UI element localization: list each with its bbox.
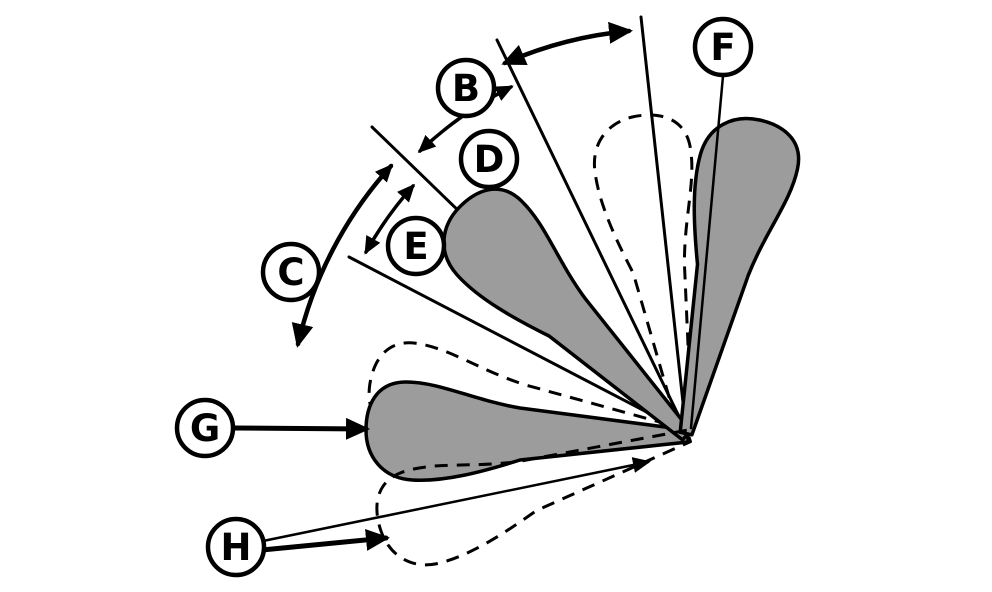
callout-f-circle [692, 16, 754, 78]
callout-d-label: D [474, 138, 505, 181]
callout-h-circle [205, 516, 267, 578]
reference-line-lower [347, 255, 689, 435]
callout-d-circle [458, 128, 520, 190]
angle-arc-c [291, 163, 394, 348]
reference-line-top [639, 15, 688, 432]
callout-f-label: F [710, 26, 735, 69]
callout-g-arrow [230, 417, 370, 440]
callout-h-label: H [221, 526, 252, 569]
callout-h-leader-long [261, 457, 651, 543]
callout-c-circle [260, 241, 322, 303]
angle-arc-b [501, 21, 633, 66]
callout-e-label: E [403, 225, 428, 268]
callout-g-label: G [190, 407, 220, 450]
callout-b-label: B [452, 67, 480, 110]
callout-c-label: C [277, 251, 304, 294]
callout-e-circle [385, 215, 447, 277]
reference-line-upper [495, 38, 688, 433]
callout-g-circle [174, 397, 236, 459]
callout-h-arrow [259, 528, 390, 553]
callout-b-circle [435, 57, 497, 119]
callout-f-leader-line [689, 74, 725, 430]
